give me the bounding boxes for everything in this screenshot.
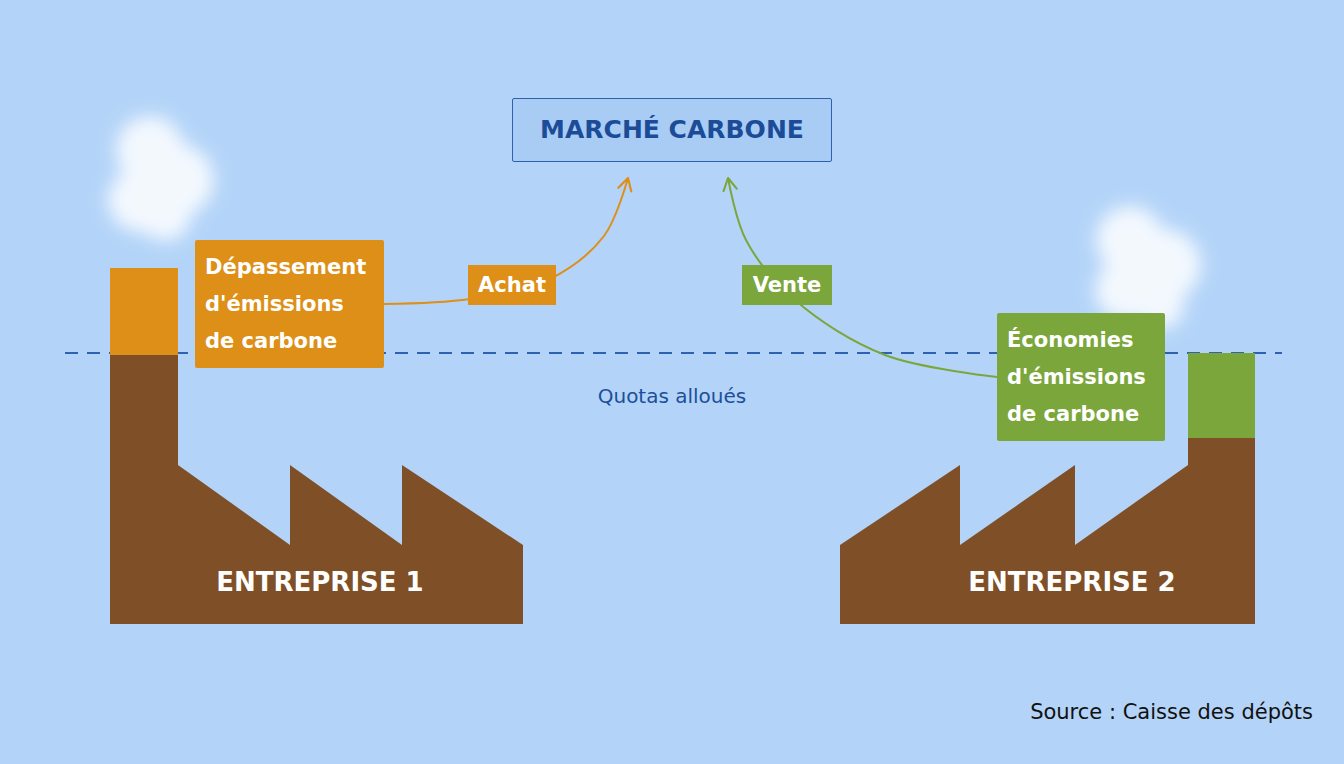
edge-label: Vente (742, 265, 832, 305)
savings-box: Économies d'émissions de carbone (997, 313, 1165, 441)
factory-shape: ENTREPRISE 1 (110, 268, 523, 624)
factory-building (110, 268, 523, 624)
trade-arrow (728, 178, 997, 377)
box-text: Économies d'émissions de carbone (1007, 322, 1161, 433)
trade-arrow (384, 178, 628, 304)
factory-name: ENTREPRISE 2 (872, 566, 1272, 598)
excess-box: Dépassement d'émissions de carbone (195, 240, 384, 368)
market-box: MARCHÉ CARBONE (512, 98, 832, 162)
chimney-emission-level (110, 268, 178, 355)
box-text: Dépassement d'émissions de carbone (205, 249, 378, 360)
edge-label: Achat (468, 265, 556, 305)
factory-name: ENTREPRISE 1 (120, 566, 520, 598)
box-text: MARCHÉ CARBONE (521, 115, 823, 145)
cloud-puff (139, 189, 191, 241)
smoke-cloud (108, 116, 214, 241)
quota-label: Quotas alloués (552, 384, 792, 408)
chimney-emission-level (1188, 353, 1255, 438)
factory-shape: ENTREPRISE 2 (840, 353, 1255, 624)
source-caption: Source : Caisse des dépôts (1030, 700, 1313, 724)
smoke-cloud (1095, 206, 1201, 329)
